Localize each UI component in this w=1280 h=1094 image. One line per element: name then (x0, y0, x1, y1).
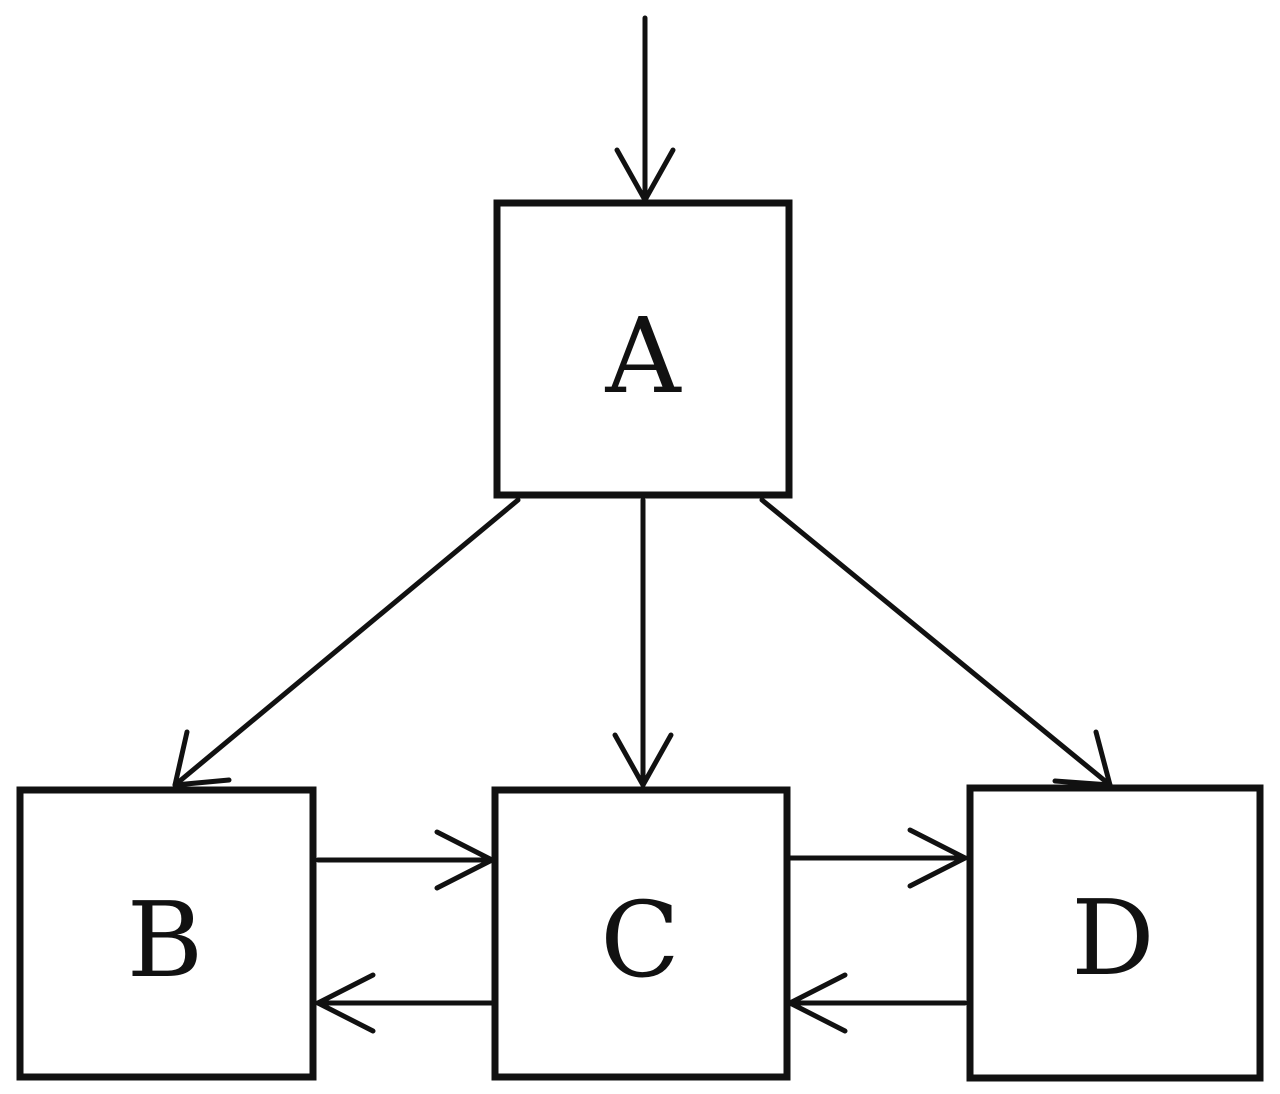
edge-c-to-b (315, 972, 495, 1034)
node-b-label: B (127, 879, 203, 1001)
edge-entry-to-a (614, 15, 676, 203)
node-c-label: C (600, 879, 680, 1001)
edge-a-to-d (759, 497, 1113, 788)
node-a-label: A (604, 295, 682, 417)
edge-d-to-c (787, 972, 968, 1034)
edge-a-to-b (172, 497, 521, 788)
edge-b-to-c (315, 829, 495, 891)
node-d-label: D (1071, 877, 1154, 999)
node-b: B (16, 786, 317, 1081)
node-c: C (491, 786, 791, 1081)
edge-c-to-d (787, 827, 968, 889)
edge-a-to-c (612, 497, 674, 788)
node-a: A (493, 199, 793, 499)
node-d: D (966, 784, 1264, 1082)
